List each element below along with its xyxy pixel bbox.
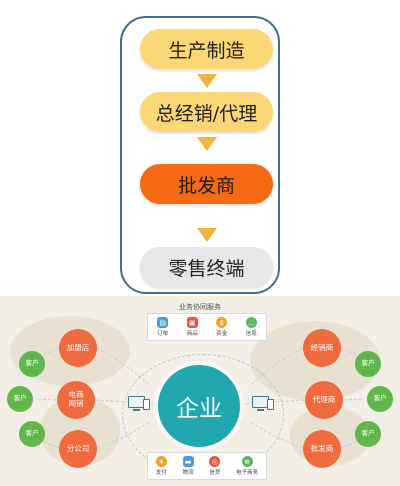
node-customer: 客户	[7, 386, 33, 412]
service-title: 业务协同服务	[179, 303, 221, 311]
credit-icon: ◎	[209, 456, 221, 467]
business-network: 业务协同服务 ▤ 订单 ▣ 商品 $ 资金 … 信息 企业	[0, 296, 400, 486]
node-customer: 客户	[19, 351, 45, 377]
shopping-bag-icon: ▣	[186, 317, 198, 328]
node-wholesaler: 批发商	[303, 430, 341, 468]
node-customer: 客户	[367, 386, 393, 412]
node-dealer: 经销商	[303, 329, 341, 367]
yen-icon: ¥	[155, 456, 167, 467]
service-funds: $ 资金	[216, 317, 227, 337]
node-customer: 客户	[355, 351, 381, 377]
service-label: 支付	[155, 470, 167, 476]
node-agent: 代理商	[305, 381, 343, 419]
flow-step-manufacturing: 生产制造	[140, 29, 273, 69]
service-label: 商品	[186, 331, 198, 337]
node-franchise: 加盟店	[59, 329, 97, 367]
service-label: 订单	[157, 331, 169, 337]
node-customer: 客户	[355, 421, 381, 447]
document-icon: ▤	[157, 317, 169, 328]
monitor-icon	[252, 396, 274, 411]
truck-icon: ▬	[182, 456, 194, 467]
service-logistics: ▬ 物流	[182, 456, 194, 476]
flow-arrow-1	[197, 74, 217, 88]
chat-icon: …	[245, 317, 257, 328]
flow-step-wholesaler: 批发商	[140, 164, 273, 204]
service-order: ▤ 订单	[157, 317, 168, 337]
enterprise-hub: 企业	[158, 365, 240, 447]
service-info: … 信息	[245, 317, 257, 337]
service-label: 资金	[216, 331, 228, 337]
monitor-icon	[128, 396, 150, 411]
flow-step-distributor: 总经销/代理	[140, 92, 273, 132]
service-ecommerce: ⊕ 电子商务	[236, 456, 258, 476]
node-customer: 客户	[19, 421, 45, 447]
node-branch: 分公司	[59, 430, 97, 468]
flow-step-retail: 零售终端	[140, 247, 273, 287]
service-label: 信贷	[209, 470, 221, 476]
node-ecommerce: 电商 网销	[57, 381, 95, 419]
service-label: 信息	[245, 331, 257, 337]
service-label: 电子商务	[236, 470, 259, 476]
service-label: 物流	[182, 470, 194, 476]
globe-icon: ⊕	[241, 456, 253, 467]
top-service-panel: ▤ 订单 ▣ 商品 $ 资金 … 信息	[147, 313, 267, 341]
service-payment: ¥ 支付	[155, 456, 167, 476]
service-credit: ◎ 信贷	[209, 456, 220, 476]
bottom-service-panel: ¥ 支付 ▬ 物流 ◎ 信贷 ⊕ 电子商务	[147, 452, 267, 480]
coin-icon: $	[216, 317, 228, 328]
service-goods: ▣ 商品	[186, 317, 198, 337]
flow-arrow-3	[197, 228, 217, 242]
flow-arrow-2	[197, 137, 217, 151]
